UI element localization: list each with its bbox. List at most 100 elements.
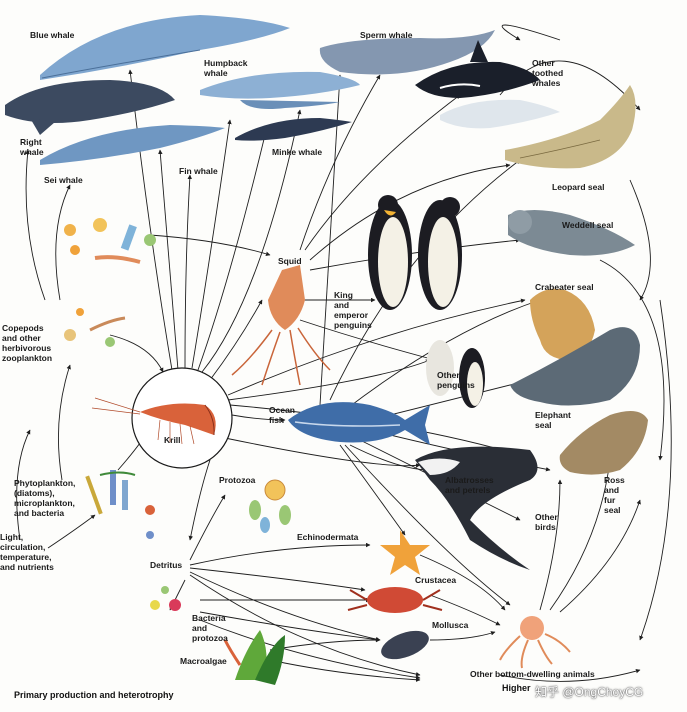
label-macroalgae: Macroalgae (180, 656, 227, 666)
arrow (224, 437, 421, 468)
label-humpback-whale: Humpback whale (204, 58, 248, 78)
arrow (499, 668, 641, 682)
arrow (339, 444, 406, 536)
sperm-whale-illustration (319, 30, 495, 75)
arrow (199, 611, 381, 642)
footer-higher: Higher (502, 683, 531, 693)
arrow (201, 109, 302, 373)
arrow (629, 179, 651, 301)
arrow (299, 319, 436, 362)
arrow (189, 542, 371, 566)
label-protozoa: Protozoa (219, 475, 256, 485)
label-blue-whale: Blue whale (30, 30, 75, 40)
arrow (128, 69, 173, 371)
arrow (419, 554, 506, 611)
minke-whale-illustration (235, 118, 352, 141)
arrow (189, 571, 381, 642)
squid-illustration (231, 265, 331, 386)
arrow (25, 149, 46, 301)
label-copepods: Copepods and other herbivorous zooplankt… (2, 323, 53, 363)
sei-whale-illustration (40, 125, 225, 165)
label-mollusca: Mollusca (432, 620, 469, 630)
krill-illustration (91, 397, 216, 445)
ocean-fish-illustration (288, 402, 430, 445)
label-crustacea: Crustacea (415, 575, 457, 585)
macroalgae-illustration (223, 630, 285, 685)
label-crabeater-seal: Crabeater seal (535, 282, 594, 292)
label-right-whale: Right whale (20, 137, 44, 157)
arrow (189, 494, 226, 561)
arrow (349, 444, 431, 473)
label-other-bottom: Other bottom-dwelling animals (470, 669, 595, 679)
label-sei-whale: Sei whale (44, 175, 83, 185)
arrow (269, 659, 421, 682)
arrow (231, 414, 286, 423)
humpback-whale-illustration (200, 71, 360, 109)
leopard-seal-illustration (505, 85, 636, 169)
label-phytoplankton: Phytoplankton, (diatoms), microplankton,… (14, 478, 76, 518)
arrow (299, 74, 381, 251)
arrow (158, 149, 179, 371)
arrow (189, 567, 366, 592)
arrow (16, 429, 31, 541)
arrow (184, 174, 193, 369)
elephant-seal-illustration (510, 327, 640, 406)
arrow (344, 444, 511, 606)
mussel-illustration (381, 630, 429, 660)
arrow (599, 259, 665, 461)
arrow (197, 134, 267, 371)
crab-illustration (347, 587, 443, 613)
arrow (429, 594, 501, 626)
label-other-toothed-whales: Other toothed whales (532, 58, 564, 88)
krill-node (91, 367, 233, 469)
arrow (639, 299, 672, 641)
copepods-illustration (64, 308, 126, 347)
starfish-illustration (380, 530, 430, 575)
beluga-illustration (440, 99, 560, 129)
other-penguins-illustration (426, 340, 485, 408)
label-ross-fur-seal: Ross and fur seal (604, 475, 625, 515)
label-light-factors: Light, circulation, temperature, and nut… (0, 532, 54, 572)
arrow (55, 184, 71, 301)
label-weddell-seal: Weddell seal (562, 220, 614, 230)
arrow (309, 163, 511, 261)
arrow (344, 299, 541, 411)
arrow (549, 459, 612, 611)
arrow (429, 631, 496, 641)
arrow (109, 334, 164, 373)
blue-whale-illustration (40, 15, 290, 80)
arrow (269, 637, 381, 651)
orca-illustration (415, 40, 540, 98)
arrow (199, 619, 421, 680)
king-penguin-illustration (368, 195, 412, 310)
arrow (227, 298, 526, 396)
ross-fur-seal-illustration (559, 411, 648, 475)
footer-primary-production: Primary production and heterotrophy (14, 690, 174, 700)
octopus-illustration (499, 616, 571, 669)
arrow (47, 514, 96, 549)
arrow (149, 234, 271, 256)
phytoplankton-illustration (85, 470, 155, 539)
right-whale-illustration (5, 80, 175, 135)
watermark: 知乎 @OngChoyCG (535, 685, 644, 699)
label-bacteria-protozoa: Bacteria and protozoa (192, 613, 228, 643)
crabeater-seal-illustration (530, 288, 595, 360)
label-leopard-seal: Leopard seal (552, 182, 605, 192)
label-king-emperor-penguins: King and emperor penguins (334, 290, 372, 330)
arrow (559, 499, 641, 613)
protozoa-illustration (249, 479, 291, 533)
label-krill: Krill (164, 435, 181, 445)
label-minke-whale: Minke whale (272, 147, 323, 157)
bacteria-illustration (150, 586, 181, 611)
label-detritus: Detritus (150, 560, 183, 570)
label-ocean-fish: Ocean fish (269, 405, 295, 425)
arrow (188, 459, 211, 541)
arrow (209, 299, 263, 381)
albatross-illustration (415, 446, 538, 570)
arrow (191, 119, 232, 369)
arrow (309, 238, 521, 271)
arrow (539, 479, 563, 611)
arrow (57, 364, 71, 481)
label-echinodermata: Echinodermata (297, 532, 359, 542)
